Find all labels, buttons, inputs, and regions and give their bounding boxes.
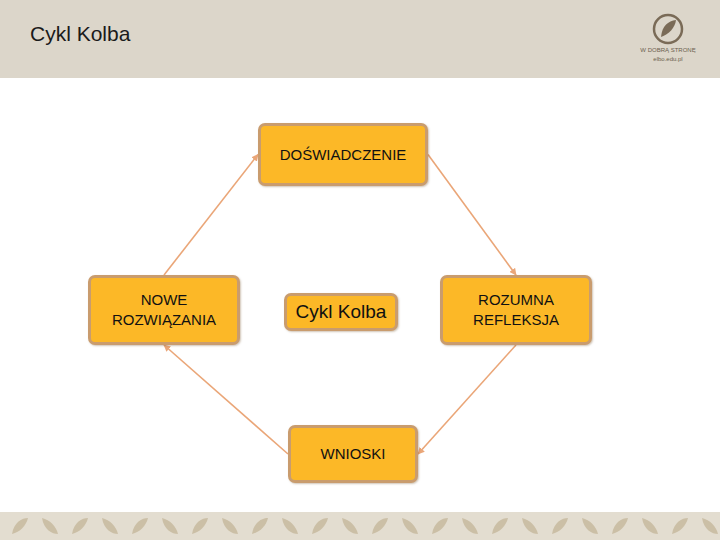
box-label: ROZUMNA REFLEKSJA xyxy=(443,290,589,330)
leaf-ornament xyxy=(432,518,448,534)
stage-box: DOŚWIADCZENIE xyxy=(258,123,428,186)
leaf-ornament xyxy=(252,518,268,534)
logo-circle xyxy=(654,15,682,43)
leaf-ornament xyxy=(372,518,388,534)
box-label: DOŚWIADCZENIE xyxy=(274,145,413,165)
box-label: WNIOSKI xyxy=(314,444,391,464)
stage-box: WNIOSKI xyxy=(288,425,418,483)
leaf-pattern xyxy=(12,518,718,534)
leaf-ornament xyxy=(312,518,328,534)
slide-title: Cykl Kolba xyxy=(30,22,130,46)
footer-band xyxy=(0,512,720,540)
leaf-ornament xyxy=(12,518,28,534)
leaf-ornament xyxy=(72,518,88,534)
stage-box: ROZUMNA REFLEKSJA xyxy=(440,275,592,345)
leaf-ornament xyxy=(42,518,58,534)
leaf-ornament xyxy=(552,518,568,534)
cycle-connector xyxy=(428,155,516,276)
leaf-ornament xyxy=(702,518,718,534)
leaf-ornament xyxy=(162,518,178,534)
leaf-ornament xyxy=(522,518,538,534)
center-box: Cykl Kolba xyxy=(284,293,398,331)
box-label: NOWE ROZWIĄZANIA xyxy=(91,290,237,330)
cycle-connector xyxy=(418,345,516,454)
logo-emblem xyxy=(648,12,688,46)
leaf-ornament xyxy=(492,518,508,534)
leaf-ornament xyxy=(102,518,118,534)
cycle-connector xyxy=(164,345,288,454)
box-label: Cykl Kolba xyxy=(290,302,393,322)
leaf-ornament xyxy=(192,518,208,534)
stage-box: NOWE ROZWIĄZANIA xyxy=(88,275,240,345)
leaf-ornament xyxy=(402,518,418,534)
leaf-ornament xyxy=(582,518,598,534)
leaf-ornament xyxy=(132,518,148,534)
logo-text: W DOBRĄ STRONĘ xyxy=(630,47,706,53)
leaf-ornament xyxy=(342,518,358,534)
decorative-footer xyxy=(0,512,720,540)
leaf-ornament xyxy=(612,518,628,534)
cycle-connector xyxy=(164,155,258,276)
leaf-ornament xyxy=(462,518,478,534)
leaf-ornament xyxy=(642,518,658,534)
leaf-ornament xyxy=(282,518,298,534)
logo-leaf xyxy=(661,20,676,37)
leaf-ornament xyxy=(672,518,688,534)
logo-text: elbo.edu.pl xyxy=(630,56,706,62)
leaf-ornament xyxy=(222,518,238,534)
